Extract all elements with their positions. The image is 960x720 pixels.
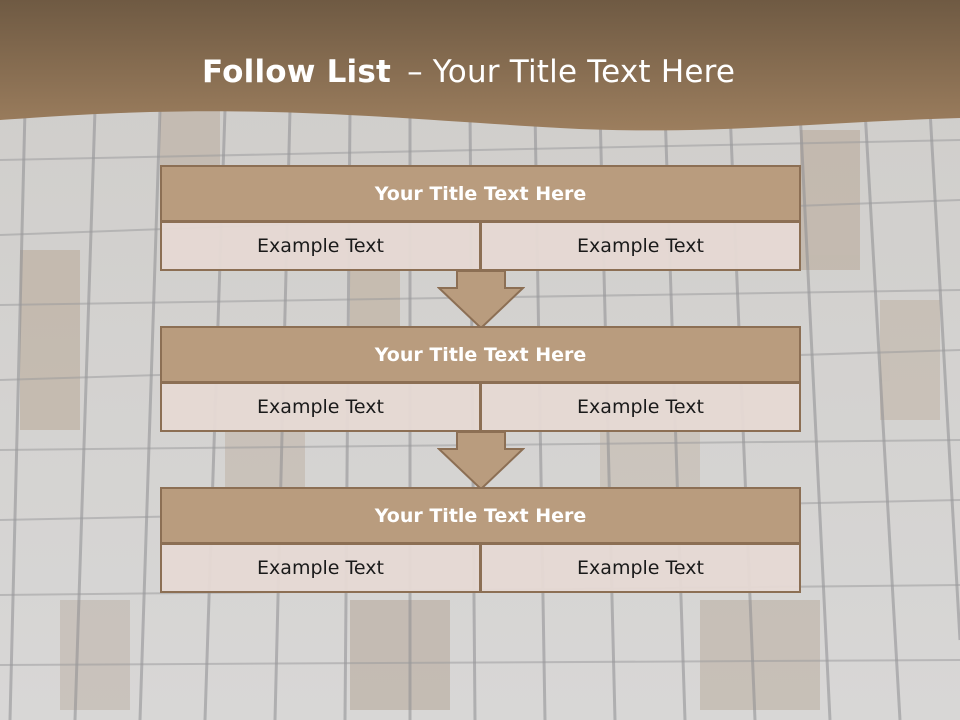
block-title: Your Title Text Here [160,165,801,222]
block-right-text: Example Text [480,221,801,271]
block-title: Your Title Text Here [160,326,801,383]
down-arrow-icon [437,431,525,491]
block-right-text: Example Text [480,543,801,593]
header-banner [0,0,960,131]
block-left-text: Example Text [160,543,481,593]
flow-block-3: Your Title Text Here Example Text Exampl… [160,487,801,593]
title-dash: – [407,54,423,90]
block-title: Your Title Text Here [160,487,801,544]
page-title: Follow List–Your Title Text Here [0,54,960,98]
block-right-text: Example Text [480,382,801,432]
down-arrow-icon [437,270,525,330]
flow-block-1: Your Title Text Here Example Text Exampl… [160,165,801,271]
title-bold: Follow List [202,54,392,90]
title-rest: Your Title Text Here [432,54,736,90]
block-left-text: Example Text [160,221,481,271]
flow-block-2: Your Title Text Here Example Text Exampl… [160,326,801,432]
block-left-text: Example Text [160,382,481,432]
